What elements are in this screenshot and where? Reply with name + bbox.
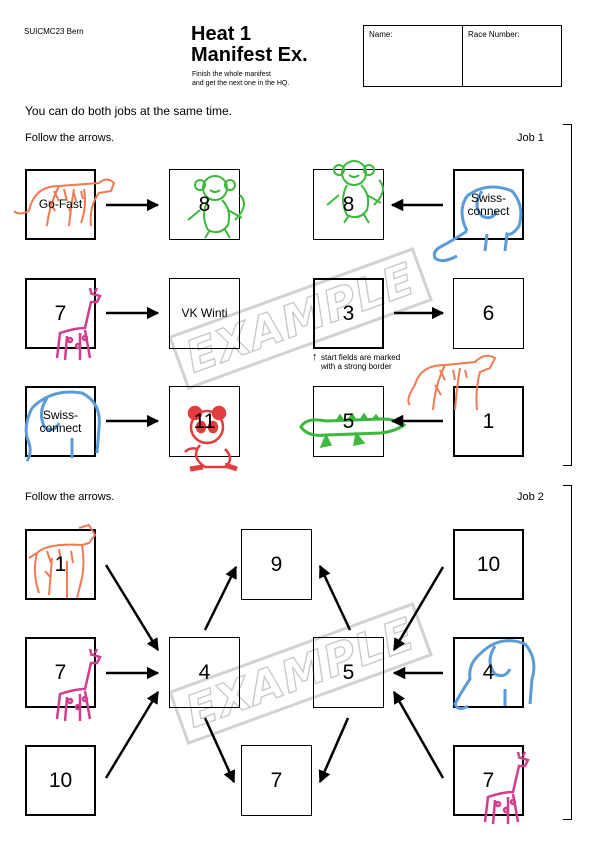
job2-box-7-right-value: 7 [482, 768, 495, 792]
job1-box-1-value: 1 [482, 409, 495, 433]
job1-box-11-value: 11 [193, 409, 216, 433]
arrow-job2-5-to-7 [318, 717, 350, 784]
job1-box-11: 11 [169, 386, 240, 472]
job2-box-7-right: 7 [453, 745, 530, 825]
job1-box-6-value: 6 [482, 301, 495, 325]
job1-box-vk-winti: VK Winti [169, 278, 240, 349]
job1-instruction: Follow the arrows. [25, 132, 115, 144]
swiss-connect-b-line1: Swiss- [42, 407, 79, 422]
job1-box-5-value: 5 [342, 409, 355, 433]
job2-box-10-right: 10 [453, 529, 524, 600]
job2-box-7-bottom: 7 [241, 745, 312, 816]
job1-box-8-b-value: 8 [342, 192, 355, 216]
monkey-icon [326, 160, 384, 224]
job2-box-10-left-value: 10 [48, 768, 73, 792]
job1-box-vk-winti-label: VK Winti [181, 306, 228, 320]
tiger-icon [407, 354, 497, 411]
job2-box-9-value: 9 [270, 552, 283, 576]
job2-box-4-center-value: 4 [198, 660, 211, 684]
arrow-job2-l3 [104, 690, 160, 779]
job1-box-8-a-value: 8 [198, 192, 211, 216]
job1-box-7-value: 7 [54, 301, 67, 325]
name-field[interactable]: Name: [364, 26, 462, 86]
name-field-label: Name: [369, 30, 393, 39]
race-number-field-label: Race Number: [468, 30, 520, 39]
note-up-arrow: ↑ [312, 351, 318, 363]
event-label: SUICMC23 Bern [24, 27, 84, 36]
job1-box-7: 7 [25, 278, 102, 361]
elephant-icon [24, 390, 101, 462]
job1-box-6: 6 [453, 278, 524, 349]
job2-box-4-right: 4 [453, 637, 536, 711]
job2-box-4-center: 4 [169, 637, 240, 708]
subtitle-line2: and get the next one in the HQ. [192, 80, 290, 87]
monkey-icon [187, 175, 245, 239]
elephant-icon [453, 639, 536, 711]
job1-label: Job 1 [517, 132, 544, 144]
job2-box-7-left-value: 7 [54, 660, 67, 684]
job2-instruction: Follow the arrows. [25, 491, 115, 503]
swiss-connect-line2: connect [467, 203, 510, 218]
tiger-icon [28, 523, 97, 599]
job2-box-1: 1 [25, 523, 97, 600]
job2-box-9: 9 [241, 529, 312, 600]
job2-box-1-value: 1 [54, 552, 67, 576]
arrow-job2-to-7 [203, 717, 236, 784]
note-line2: with a strong border [321, 362, 392, 371]
job2-box-10-right-value: 10 [476, 552, 501, 576]
job2-box-7-bottom-value: 7 [270, 768, 283, 792]
job1-box-swiss-connect-a: Swiss- connect [432, 169, 524, 263]
job2-label: Job 2 [517, 491, 544, 503]
job1-box-8-a: 8 [169, 169, 245, 240]
giraffe-icon [483, 751, 530, 825]
note-line1: start fields are marked [321, 353, 401, 362]
job2-box-10-left: 10 [25, 745, 96, 816]
job2-bracket [563, 485, 572, 820]
manifest-title: Manifest Ex. [191, 44, 308, 66]
job1-box-1: 1 [407, 354, 524, 457]
swiss-connect-b-line2: connect [39, 420, 82, 435]
job1-box-3-value: 3 [342, 301, 355, 325]
job1-bracket [563, 124, 572, 466]
elephant-icon [432, 185, 523, 263]
job2-box-5-value: 5 [342, 660, 355, 684]
giraffe-icon [55, 287, 102, 361]
intro-text: You can do both jobs at the same time. [25, 104, 233, 118]
job2-box-5: 5 [313, 637, 384, 708]
job1-box-swiss-connect-b: Swiss- connect [24, 386, 101, 462]
job1-box-8-b: 8 [313, 160, 384, 240]
job2-box-7-left: 7 [25, 637, 102, 722]
job1-box-go-fast-label: Go-Fast [38, 197, 83, 211]
job1-box-5: 5 [299, 386, 407, 457]
giraffe-icon [55, 648, 102, 722]
arrow-job2-5-to-9 [318, 564, 352, 631]
arrow-job2-r3 [392, 690, 445, 779]
start-field-note: ↑ start fields are marked with a strong … [312, 351, 401, 372]
panda-icon [184, 405, 238, 472]
job1-box-go-fast: Go-Fast [13, 169, 116, 240]
arrow-job2-l1 [104, 564, 160, 652]
arrow-job2-to-9 [203, 565, 238, 631]
crocodile-icon [299, 412, 407, 449]
job2-box-4-right-value: 4 [482, 660, 495, 684]
job1-box-swiss-connect-a-label: Swiss- connect [467, 190, 510, 218]
tiger-icon [13, 178, 116, 227]
job1-box-3: 3 [313, 278, 384, 349]
name-race-number-form: Name: Race Number: [363, 25, 562, 87]
job1-box-swiss-connect-b-label: Swiss- connect [39, 407, 82, 435]
swiss-connect-line1: Swiss- [470, 190, 507, 205]
form-divider [462, 26, 463, 86]
race-number-field[interactable]: Race Number: [463, 26, 561, 86]
arrow-job2-r1 [392, 566, 445, 652]
heat-title: Heat 1 [191, 23, 252, 45]
subtitle-line1: Finish the whole manifest [192, 71, 271, 78]
